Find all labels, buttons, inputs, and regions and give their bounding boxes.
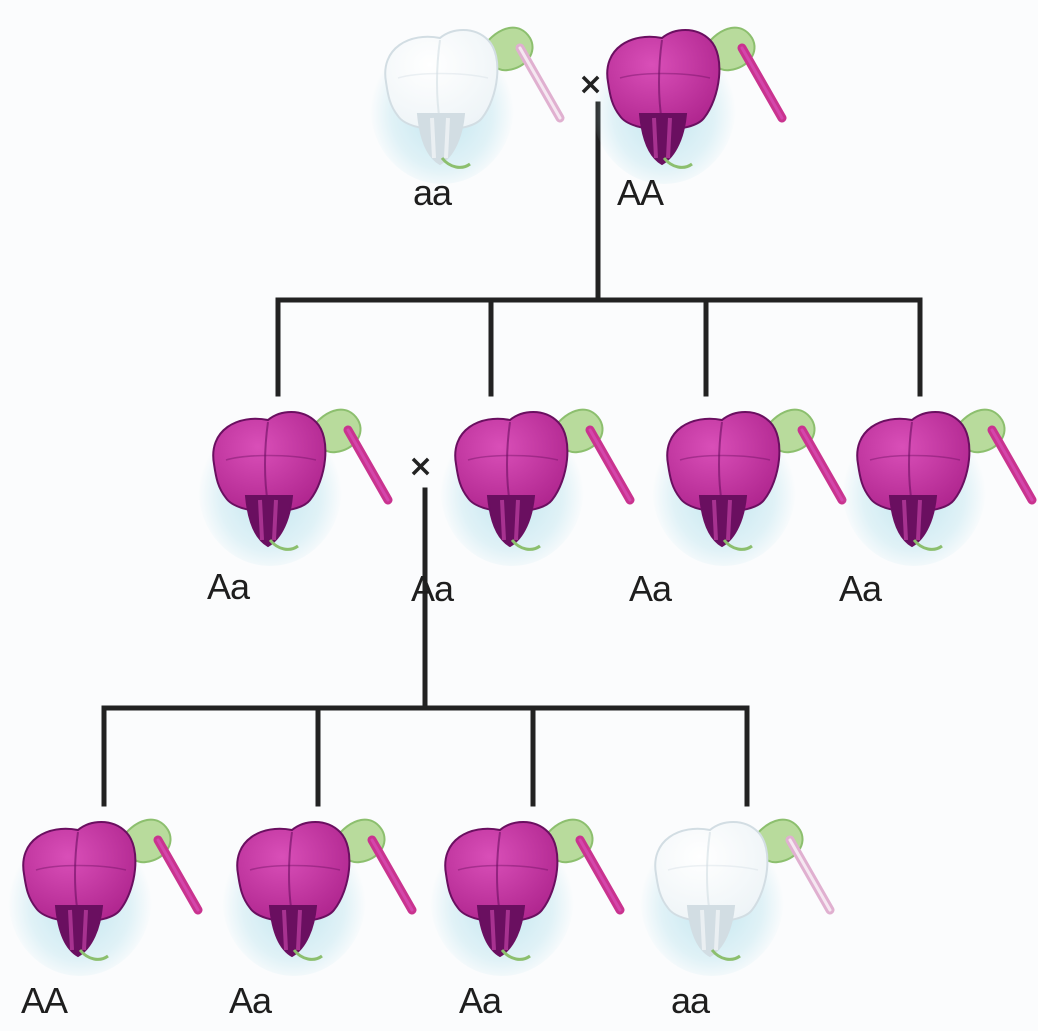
white-flower-icon bbox=[370, 18, 570, 188]
genotype-label: Aa bbox=[420, 980, 540, 1022]
white-flower-icon bbox=[640, 810, 840, 980]
genotype-label: Aa bbox=[190, 980, 310, 1022]
genotype-label: AA bbox=[580, 172, 700, 214]
purple-flower-icon bbox=[592, 18, 792, 188]
genotype-label: Aa bbox=[372, 568, 492, 610]
purple-flower-icon bbox=[222, 810, 422, 980]
genotype-label: AA bbox=[0, 980, 104, 1022]
purple-flower-icon bbox=[8, 810, 208, 980]
purple-flower-icon bbox=[652, 400, 852, 570]
purple-flower-icon bbox=[430, 810, 630, 980]
genotype-label: Aa bbox=[800, 568, 920, 610]
purple-flower-icon bbox=[842, 400, 1038, 570]
genotype-label: aa bbox=[372, 172, 492, 214]
genotype-label: aa bbox=[630, 980, 750, 1022]
purple-flower-icon bbox=[440, 400, 640, 570]
purple-flower-icon bbox=[198, 400, 398, 570]
cross-symbol: × bbox=[578, 70, 603, 100]
genotype-label: Aa bbox=[168, 566, 288, 608]
genotype-label: Aa bbox=[590, 568, 710, 610]
cross-symbol: × bbox=[408, 452, 433, 482]
